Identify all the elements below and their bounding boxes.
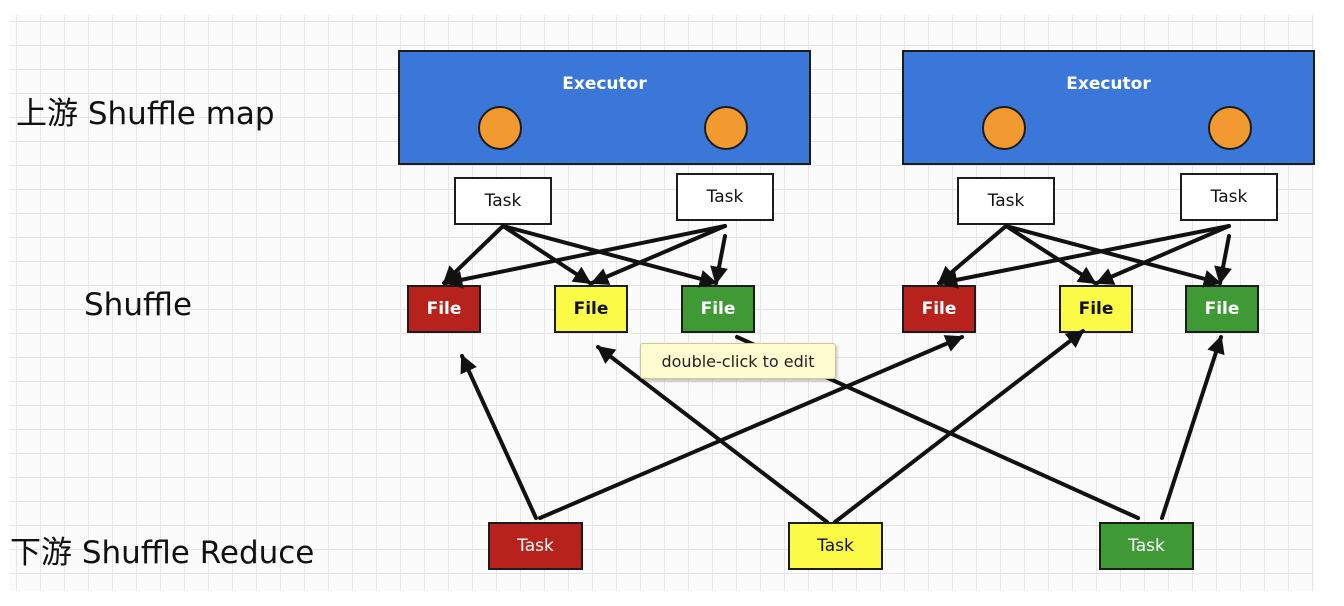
executor-core	[478, 106, 522, 150]
downstream-label: 下游 Shuffle Reduce	[10, 535, 315, 571]
map-output-arrow	[590, 224, 727, 285]
reduce-fetch-arrow	[460, 354, 538, 520]
map-task[interactable]: Task	[1180, 173, 1278, 221]
executor-1[interactable]: Executor	[398, 50, 811, 165]
shuffle-file-yellow[interactable]: File	[1059, 285, 1133, 333]
reduce-task-red[interactable]: Task	[488, 522, 583, 570]
executor-core	[982, 106, 1026, 150]
map-output-arrow	[937, 224, 1008, 285]
upstream-label: 上游 Shuffle map	[16, 96, 275, 132]
shuffle-file-red[interactable]: File	[407, 285, 481, 333]
reduce-fetch-arrow	[833, 329, 1085, 524]
shuffle-file-green[interactable]: File	[1185, 285, 1259, 333]
map-output-arrow	[501, 224, 718, 288]
executor-2[interactable]: Executor	[902, 50, 1315, 165]
map-output-arrow	[1004, 224, 1097, 285]
map-output-arrow	[939, 224, 1231, 289]
map-output-arrow	[444, 224, 727, 289]
executor-title: Executor	[1066, 74, 1151, 94]
shuffle-file-yellow[interactable]: File	[554, 285, 628, 333]
map-output-arrow	[1004, 224, 1222, 288]
map-output-arrow	[501, 224, 592, 285]
shuffle-label: Shuffle	[84, 287, 193, 323]
reduce-fetch-arrow	[596, 345, 829, 524]
map-output-arrow	[1214, 234, 1232, 285]
edit-tooltip: double-click to edit	[640, 343, 836, 379]
map-output-arrow	[710, 234, 728, 285]
map-task[interactable]: Task	[454, 177, 552, 225]
reduce-fetch-arrow	[1160, 335, 1225, 520]
reduce-task-green[interactable]: Task	[1099, 522, 1194, 570]
executor-core	[704, 106, 748, 150]
reduce-fetch-arrow	[538, 335, 964, 520]
map-task[interactable]: Task	[676, 173, 774, 221]
shuffle-file-red[interactable]: File	[902, 285, 976, 333]
executor-title: Executor	[562, 74, 647, 94]
executor-core	[1208, 106, 1252, 150]
map-output-arrow	[1095, 224, 1231, 285]
shuffle-file-green[interactable]: File	[681, 285, 755, 333]
reduce-task-yellow[interactable]: Task	[788, 522, 883, 570]
